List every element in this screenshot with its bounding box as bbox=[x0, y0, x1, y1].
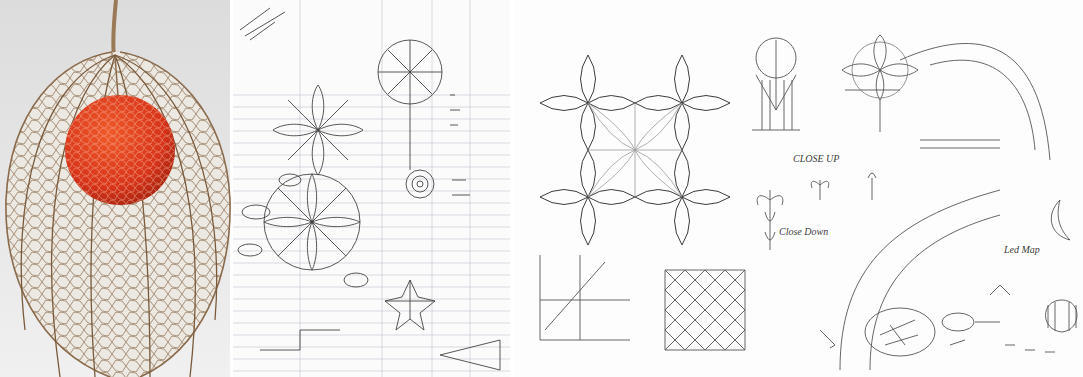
handwritten-note: Close Down bbox=[778, 226, 829, 237]
handwritten-note: Led Map bbox=[1003, 244, 1041, 255]
handwritten-note: CLOSE UP bbox=[792, 153, 840, 164]
